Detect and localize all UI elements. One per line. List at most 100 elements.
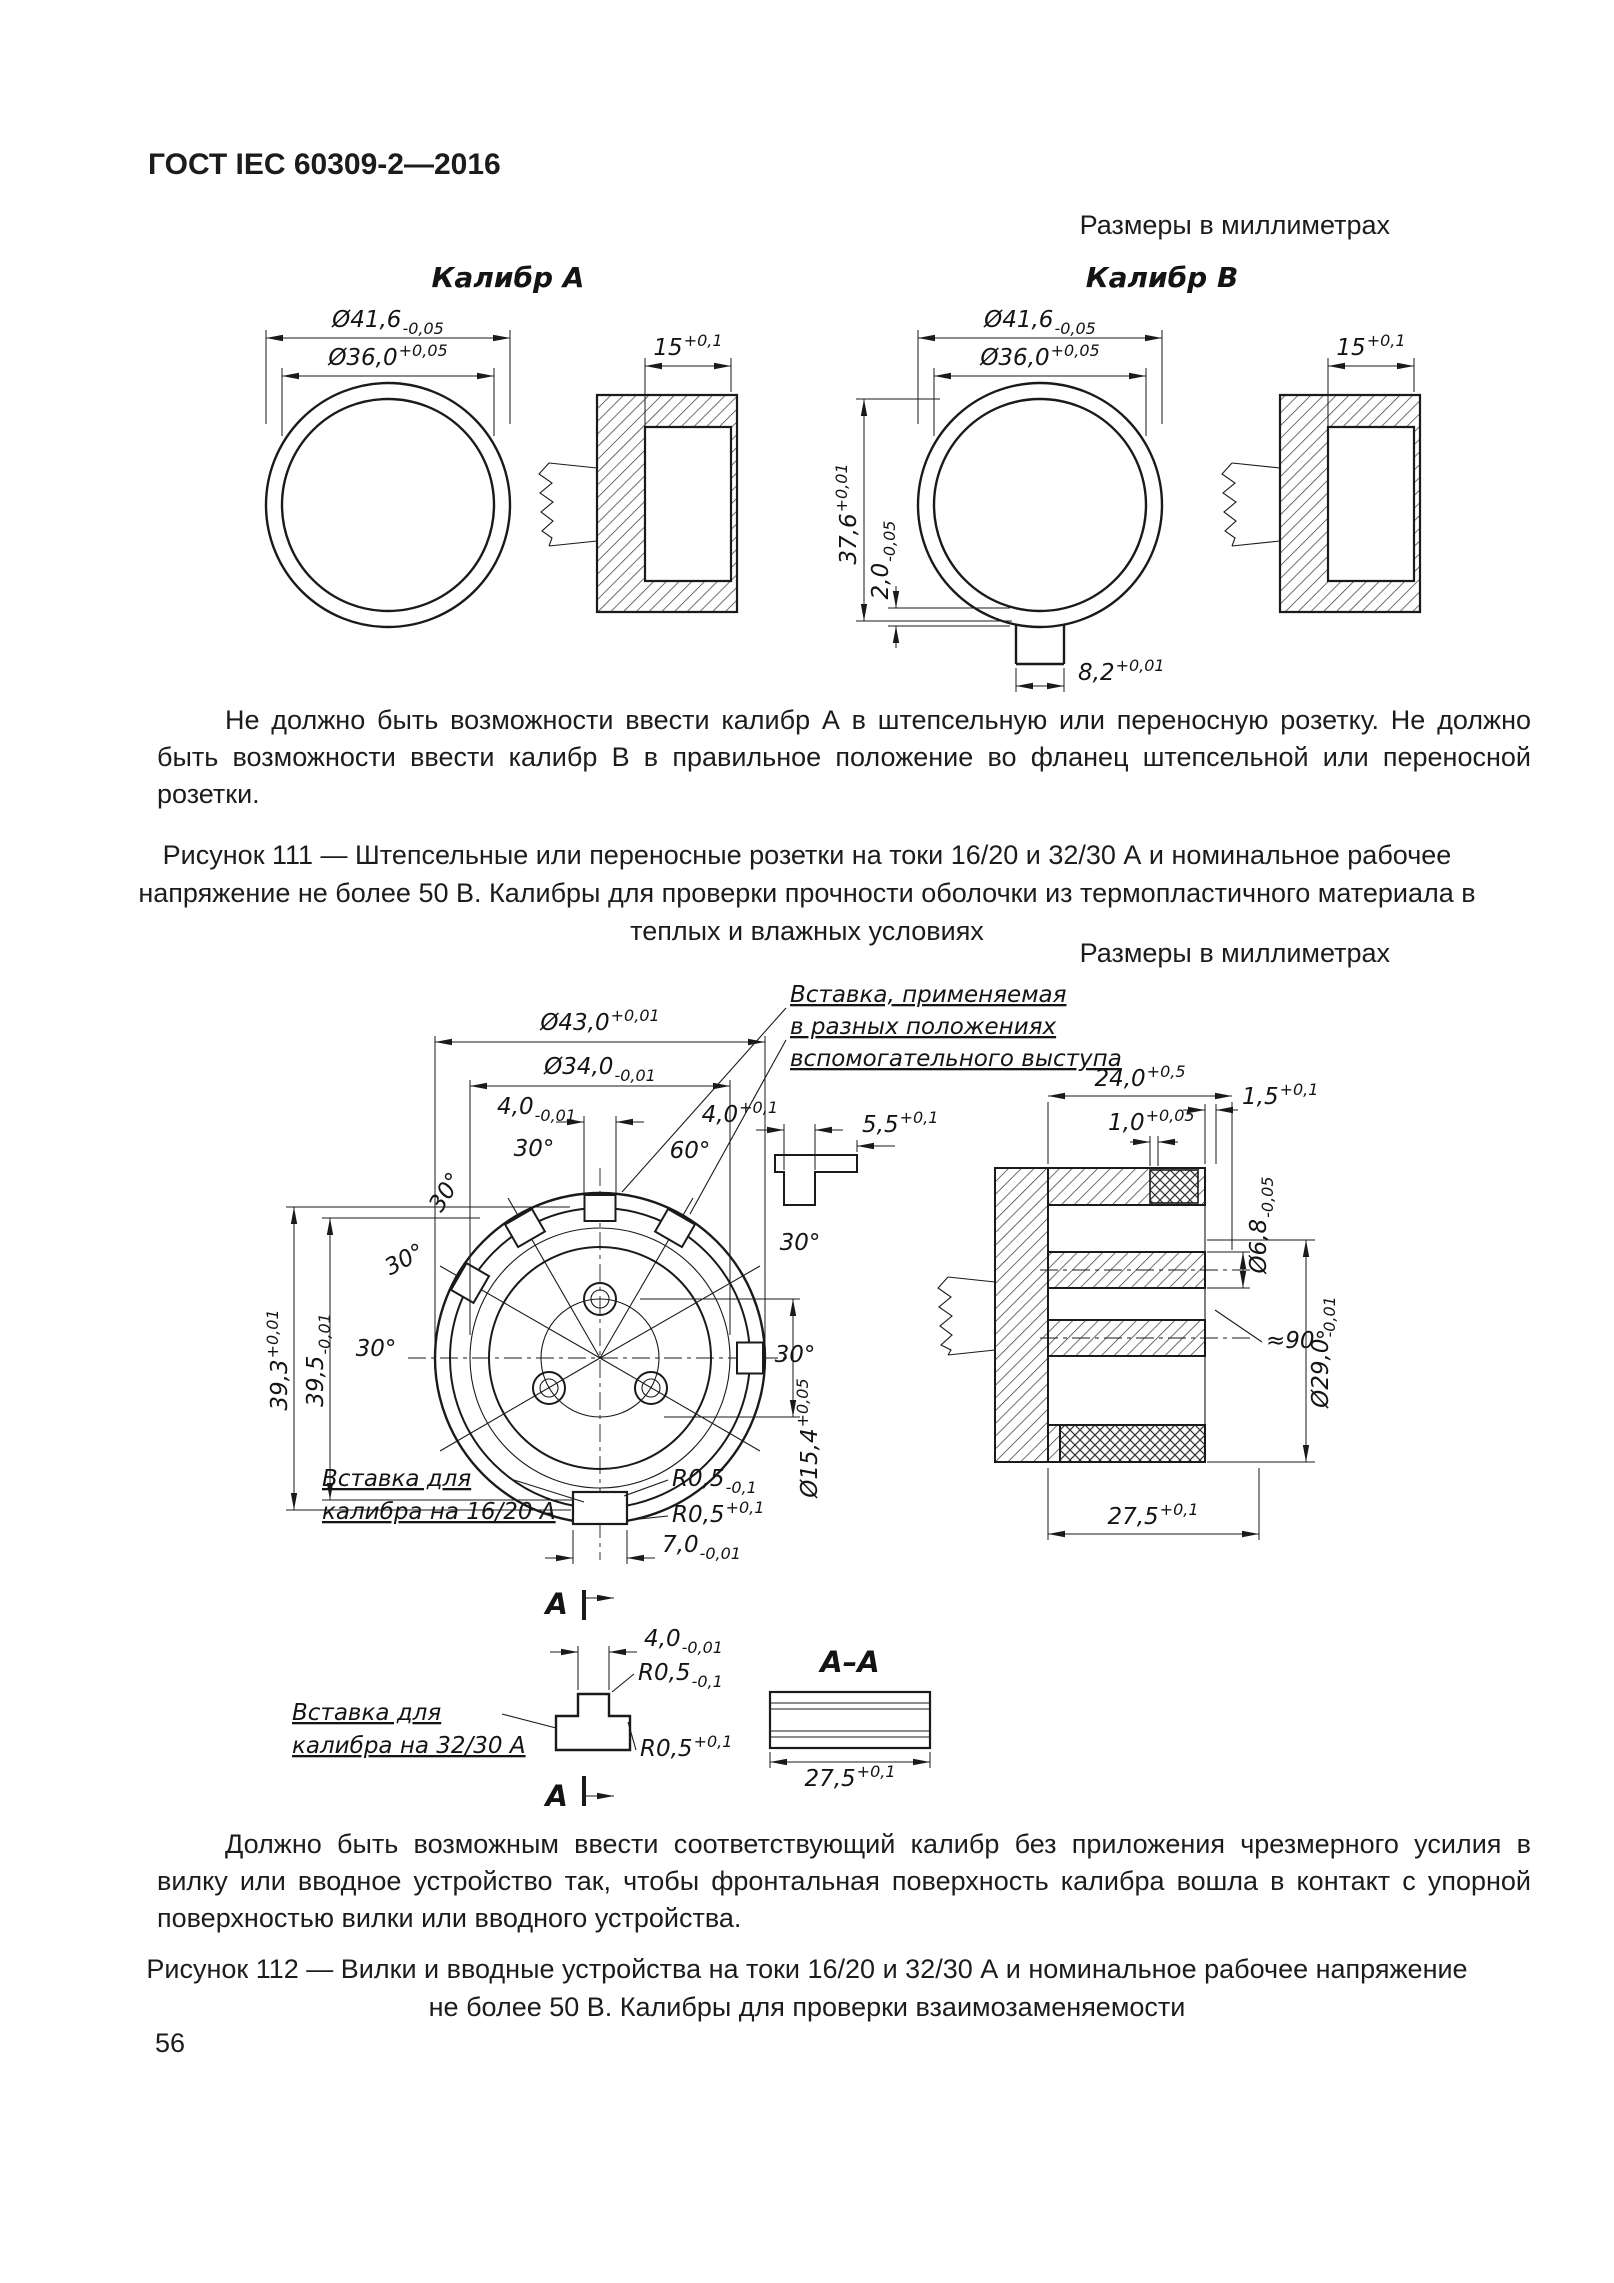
dim-24-0: 24,0+0,5 bbox=[1047, 1062, 1233, 1250]
insert-note-line-1: Вставка, применяемая bbox=[790, 982, 1067, 1008]
section-a-a-grooves bbox=[770, 1702, 930, 1738]
insert-16-20-line-2: калибра на 16/20 А bbox=[322, 1499, 556, 1525]
gauge-a-dim-36-0: Ø36,0+0,05 bbox=[281, 341, 495, 436]
gauge-b-dim-41-6: Ø41,6-0,05 bbox=[917, 307, 1163, 424]
dim-text-29-0: Ø29,0-0,01 bbox=[1308, 1296, 1339, 1409]
dim-29-0: Ø29,0-0,01 bbox=[1207, 1239, 1339, 1463]
dim-text-27-5-aa: 27,5+0,1 bbox=[804, 1762, 895, 1792]
dim-text-41-6-a: Ø41,6-0,05 bbox=[331, 307, 444, 338]
dim-1-0: 1,0+0,05 bbox=[1108, 1106, 1195, 1166]
insert-32-30-line-2: калибра на 32/30 А bbox=[292, 1733, 526, 1759]
dim-text-34-0: Ø34,0-0,01 bbox=[543, 1054, 656, 1085]
units-note-2: Размеры в миллиметрах bbox=[1079, 938, 1390, 968]
gauge-a-dim-41-6: Ø41,6-0,05 bbox=[265, 307, 511, 424]
section-marker-a-top-label: А bbox=[544, 1587, 568, 1621]
front-34-circle bbox=[469, 1227, 731, 1489]
insert-16-20-line-1: Вставка для bbox=[322, 1466, 471, 1492]
angle-30-right-low: 30° bbox=[775, 1342, 816, 1368]
dim-text-43-0: Ø43,0+0,01 bbox=[539, 1006, 659, 1036]
gauge-b-dim-8-2: 8,2+0,01 bbox=[1015, 656, 1165, 692]
dim-27-5-aa: 27,5+0,1 bbox=[769, 1752, 931, 1792]
dim-text-r05-plus-front: R0,5+0,1 bbox=[672, 1498, 764, 1528]
plug-gauge-section-view bbox=[937, 1167, 1250, 1463]
gauge-b-break-line bbox=[1221, 462, 1281, 547]
angle-30-left: 30° bbox=[381, 1239, 429, 1281]
dim-4-0-keyway: 4,0-0,01 bbox=[497, 1094, 644, 1198]
section-marker-a-top: А bbox=[544, 1587, 614, 1621]
dim-text-15-a: 15+0,1 bbox=[653, 331, 722, 361]
page-number: 56 bbox=[155, 2028, 186, 2058]
angle-labels: 30° 60° 30° 30° 30° 30° 30° bbox=[356, 1136, 821, 1368]
dim-text-1-0: 1,0+0,05 bbox=[1108, 1106, 1195, 1136]
insert-position-note: Вставка, применяемая в разных положениях… bbox=[621, 982, 1122, 1215]
radius-labels-front: R0,5-0,1 R0,5+0,1 bbox=[623, 1466, 764, 1528]
dim-5-5-aux: 5,5+0,1 bbox=[856, 1108, 938, 1152]
dim-text-8-2: 8,2+0,01 bbox=[1078, 656, 1165, 686]
aux-lug-detail: 4,0+0,1 5,5+0,1 bbox=[702, 1098, 938, 1206]
dim-text-15-4: Ø15,4+0,05 bbox=[793, 1378, 823, 1498]
label-insert-16-20: Вставка для калибра на 16/20 А bbox=[322, 1466, 585, 1525]
section-marker-a-bottom: А bbox=[544, 1776, 614, 1813]
gauge-b-outer-circle bbox=[916, 381, 1164, 629]
figure-111-drawing: Калибр А Ø41,6-0,05 Ø36,0+0,05 bbox=[264, 261, 1422, 692]
dim-text-7-0: 7,0-0,01 bbox=[662, 1532, 741, 1563]
dim-text-27-5-section: 27,5+0,1 bbox=[1107, 1500, 1198, 1530]
gauge-b-section-body bbox=[1278, 393, 1422, 614]
keyway-inserts bbox=[449, 1194, 764, 1375]
section-back-wall bbox=[994, 1167, 1049, 1463]
contact-pitch-circle bbox=[540, 1298, 660, 1418]
gauge-a-dim-15: 15+0,1 bbox=[644, 331, 732, 430]
figure-112-requirement-paragraph: Должно быть возможным ввести соответству… bbox=[157, 1829, 1531, 1933]
dim-approx-90: ≈90° bbox=[1214, 1309, 1326, 1354]
dim-text-15-b: 15+0,1 bbox=[1336, 331, 1405, 361]
angle-60: 60° bbox=[670, 1138, 711, 1164]
gauge-b-dim-36-0: Ø36,0+0,05 bbox=[933, 341, 1147, 436]
dim-text-4-0-insert: 4,0-0,01 bbox=[644, 1626, 723, 1657]
insert-32-30-detail: А 4,0-0,01 R0,5-0,1 R0,5+0,1 Вставка для… bbox=[292, 1587, 732, 1813]
gauge-a-section-body bbox=[595, 393, 739, 614]
gauge-b: Калибр В Ø41,6-0,05 Ø36,0+ bbox=[832, 261, 1422, 692]
label-insert-32-30: Вставка для калибра на 32/30 А bbox=[292, 1700, 557, 1759]
angle-30-top: 30° bbox=[514, 1136, 555, 1162]
angle-30-right-up: 30° bbox=[780, 1230, 821, 1256]
dim-text-6-8: Ø6,8-0,05 bbox=[1246, 1176, 1277, 1274]
section-a-a: А–А 27,5+0,1 bbox=[768, 1645, 932, 1792]
dim-text-41-6-b: Ø41,6-0,05 bbox=[983, 307, 1096, 338]
section-break-line bbox=[937, 1276, 996, 1356]
gauge-a-side-view bbox=[538, 393, 739, 614]
dim-7-0: 7,0-0,01 bbox=[545, 1530, 741, 1564]
figure-112-caption: Рисунок 112 — Вилки и вводные устройства… bbox=[146, 1954, 1468, 2022]
dim-text-39-3: 39,3+0,01 bbox=[263, 1309, 293, 1410]
dim-15-4: Ø15,4+0,05 bbox=[640, 1298, 823, 1499]
dim-text-5-5: 5,5+0,1 bbox=[862, 1108, 938, 1138]
dim-text-r05-minus-insert: R0,5-0,1 bbox=[638, 1660, 723, 1691]
gauge-a-title: Калибр А bbox=[432, 261, 585, 294]
dim-text-2-0: 2,0-0,05 bbox=[868, 521, 899, 600]
bottom-insert-16-20 bbox=[571, 1490, 629, 1526]
section-marker-a-bottom-label: А bbox=[544, 1779, 568, 1813]
figure-111-caption: Рисунок 111 — Штепсельные или переносные… bbox=[138, 840, 1476, 946]
dim-text-36-0-b: Ø36,0+0,05 bbox=[979, 341, 1099, 371]
dim-text-r05-minus-front: R0,5-0,1 bbox=[672, 1466, 757, 1497]
dim-text-37-6: 37,6+0,01 bbox=[832, 463, 862, 564]
gauge-b-side-view bbox=[1221, 393, 1422, 614]
section-bottom-flange bbox=[1047, 1424, 1061, 1463]
dim-34-0: Ø34,0-0,01 bbox=[469, 1054, 731, 1335]
gauge-a-front-view bbox=[264, 381, 512, 629]
insert-32-30-line-1: Вставка для bbox=[292, 1700, 441, 1726]
gauge-a-break-line bbox=[538, 462, 598, 547]
gauge-b-dim-15: 15+0,1 bbox=[1327, 331, 1415, 430]
figure-112-drawing: Ø43,0+0,01 Ø34,0-0,01 4,0-0,01 30° 60° 3… bbox=[263, 982, 1339, 1813]
insert-note-line-2: в разных положениях bbox=[790, 1014, 1056, 1040]
dim-text-4-0-aux: 4,0+0,1 bbox=[702, 1098, 778, 1128]
dim-text-39-5: 39,5-0,01 bbox=[303, 1313, 334, 1407]
gauge-b-dim-2-0: 2,0-0,05 bbox=[868, 521, 1010, 648]
gauge-b-title: Калибр В bbox=[1086, 261, 1239, 294]
angle-30-left-low: 30° bbox=[356, 1336, 397, 1362]
insert-32-30-profile bbox=[554, 1692, 632, 1752]
front-29-circle bbox=[488, 1246, 712, 1470]
dim-4-0-insert: 4,0-0,01 bbox=[550, 1626, 723, 1690]
gauge-a-inner-circle bbox=[280, 397, 496, 613]
dim-4-0-aux: 4,0+0,1 bbox=[702, 1098, 843, 1170]
